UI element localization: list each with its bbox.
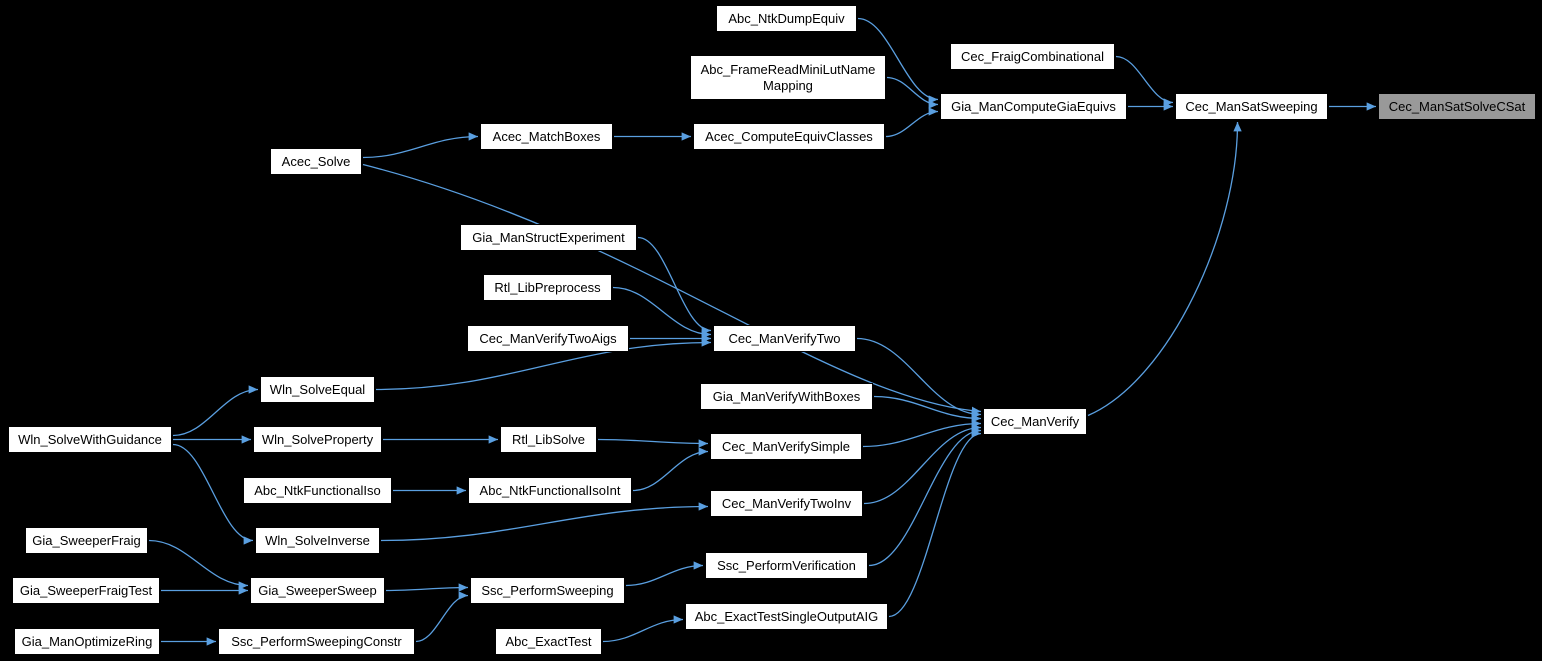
edge-Abc_ExactTest-to-Abc_ExactTestSingleOutputAIG [602,615,684,643]
node-Cec_ManVerifyTwoAigs[interactable]: Cec_ManVerifyTwoAigs [467,325,629,352]
node-label: Gia_SweeperFraigTest [19,582,153,598]
node-label: Abc_NtkFunctionalIsoInt [479,482,621,498]
edge-Cec_ManVerifyTwo-to-Cec_ManVerify [856,337,982,419]
node-label: Cec_ManVerifySimple [722,438,850,454]
node-Rtl_LibSolve[interactable]: Rtl_LibSolve [500,426,597,453]
node-label: Abc_ExactTest [505,633,592,649]
node-Cec_ManVerifySimple[interactable]: Cec_ManVerifySimple [710,433,862,460]
node-label: Acec_Solve [281,153,351,169]
edge-Abc_NtkFunctionalIsoInt-to-Cec_ManVerifySimple [632,447,709,492]
edge-Ssc_PerformSweeping-to-Ssc_PerformVerification [625,561,704,587]
node-label: Cec_ManSatSweeping [1185,98,1318,114]
node-label: Ssc_PerformVerification [717,557,856,573]
node-label: Cec_ManVerifyTwoAigs [479,330,617,346]
node-label: Abc_ExactTestSingleOutputAIG [694,608,879,624]
node-Gia_ManVerifyWithBoxes[interactable]: Gia_ManVerifyWithBoxes [700,383,873,410]
node-label: Rtl_LibSolve [512,431,585,447]
node-label: Acec_MatchBoxes [492,128,601,144]
node-label: Gia_ManVerifyWithBoxes [712,388,861,404]
edge-Acec_Solve-to-Acec_MatchBoxes [362,132,479,159]
edge-Cec_ManVerifyTwoInv-to-Cec_ManVerify [863,423,982,505]
node-Wln_SolveInverse[interactable]: Wln_SolveInverse [255,527,380,554]
node-label: Gia_SweeperFraig [32,532,141,548]
node-Gia_ManOptimizeRing[interactable]: Gia_ManOptimizeRing [14,628,160,655]
edge-Gia_ManStructExperiment-to-Cec_ManVerifyTwo [637,236,712,335]
edge-Acec_Solve-to-Cec_ManVerify [362,163,982,415]
node-label: Gia_ManComputeGiaEquivs [951,98,1116,114]
node-Wln_SolveProperty[interactable]: Wln_SolveProperty [253,426,382,453]
node-label: Cec_ManSatSolveCSat [1388,98,1526,114]
node-Cec_ManVerifyTwo[interactable]: Cec_ManVerifyTwo [713,325,856,352]
node-label: Gia_SweeperSweep [258,582,377,598]
node-Ssc_PerformVerification[interactable]: Ssc_PerformVerification [705,552,868,579]
node-label: Ssc_PerformSweeping [481,582,614,598]
node-Cec_ManSatSolveCSat: Cec_ManSatSolveCSat [1378,93,1536,120]
edge-Ssc_PerformVerification-to-Cec_ManVerify [868,426,982,567]
edge-Cec_ManVerifySimple-to-Cec_ManVerify [862,419,982,448]
edge-Gia_SweeperFraig-to-Gia_SweeperSweep [148,539,249,590]
node-Abc_ExactTest[interactable]: Abc_ExactTest [495,628,602,655]
node-Gia_ManComputeGiaEquivs[interactable]: Gia_ManComputeGiaEquivs [940,93,1127,120]
node-Cec_ManSatSweeping[interactable]: Cec_ManSatSweeping [1175,93,1328,120]
edge-Ssc_PerformSweepingConstr-to-Ssc_PerformSweeping [415,591,469,643]
node-Acec_Solve[interactable]: Acec_Solve [270,148,362,175]
node-Ssc_PerformSweeping[interactable]: Ssc_PerformSweeping [470,577,625,604]
node-Cec_ManVerify[interactable]: Cec_ManVerify [983,408,1087,435]
edge-Cec_ManVerify-to-Cec_ManSatSweeping [1087,121,1242,417]
node-label: Cec_ManVerify [990,413,1080,429]
node-Abc_NtkFunctionalIso[interactable]: Abc_NtkFunctionalIso [243,477,392,504]
node-Rtl_LibPreprocess[interactable]: Rtl_LibPreprocess [483,274,612,301]
node-label: Gia_ManStructExperiment [472,229,625,245]
node-Ssc_PerformSweepingConstr[interactable]: Ssc_PerformSweepingConstr [218,628,415,655]
node-Abc_NtkFunctionalIsoInt[interactable]: Abc_NtkFunctionalIsoInt [468,477,632,504]
edge-Abc_ExactTestSingleOutputAIG-to-Cec_ManVerify [888,429,982,618]
node-label: Abc_NtkDumpEquiv [728,10,845,26]
node-Wln_SolveEqual[interactable]: Wln_SolveEqual [260,376,375,403]
edge-Gia_SweeperSweep-to-Ssc_PerformSweeping [385,583,469,592]
node-label: Acec_ComputeEquivClasses [705,128,873,144]
node-label: Wln_SolveInverse [265,532,370,548]
node-label: Cec_FraigCombinational [960,48,1105,64]
edge-Wln_SolveWithGuidance-to-Wln_SolveEqual [172,385,259,437]
node-Abc_ExactTestSingleOutputAIG[interactable]: Abc_ExactTestSingleOutputAIG [685,603,888,630]
node-Acec_ComputeEquivClasses[interactable]: Acec_ComputeEquivClasses [693,123,885,150]
node-Gia_SweeperSweep[interactable]: Gia_SweeperSweep [250,577,385,604]
edge-Wln_SolveInverse-to-Cec_ManVerifyTwoInv [380,502,709,542]
edge-Abc_FrameReadMiniLutName Mapping-to-Gia_ManComputeGiaEquivs [886,76,939,109]
node-label: Wln_SolveEqual [269,381,366,397]
node-Abc_NtkDumpEquiv[interactable]: Abc_NtkDumpEquiv [716,5,857,32]
node-label: Wln_SolveWithGuidance [18,431,162,447]
node-Acec_MatchBoxes[interactable]: Acec_MatchBoxes [480,123,613,150]
node-Wln_SolveWithGuidance[interactable]: Wln_SolveWithGuidance [8,426,172,453]
edge-Wln_SolveWithGuidance-to-Wln_SolveInverse [172,443,254,545]
node-label: Wln_SolveProperty [261,431,374,447]
node-Gia_SweeperFraig[interactable]: Gia_SweeperFraig [25,527,148,554]
node-label: Rtl_LibPreprocess [494,279,601,295]
node-Cec_FraigCombinational[interactable]: Cec_FraigCombinational [950,43,1115,70]
edge-Acec_ComputeEquivClasses-to-Gia_ManComputeGiaEquivs [885,107,939,138]
node-label: Cec_ManVerifyTwo [728,330,841,346]
edge-Rtl_LibSolve-to-Cec_ManVerifySimple [597,438,709,448]
node-Gia_ManStructExperiment[interactable]: Gia_ManStructExperiment [460,224,637,251]
node-label: Abc_NtkFunctionalIso [254,482,381,498]
node-label: Gia_ManOptimizeRing [21,633,153,649]
node-label: Ssc_PerformSweepingConstr [231,633,402,649]
node-Cec_ManVerifyTwoInv[interactable]: Cec_ManVerifyTwoInv [710,490,863,517]
edge-Gia_ManVerifyWithBoxes-to-Cec_ManVerify [873,395,982,423]
node-label: Cec_ManVerifyTwoInv [721,495,852,511]
node-Gia_SweeperFraigTest[interactable]: Gia_SweeperFraigTest [12,577,160,604]
